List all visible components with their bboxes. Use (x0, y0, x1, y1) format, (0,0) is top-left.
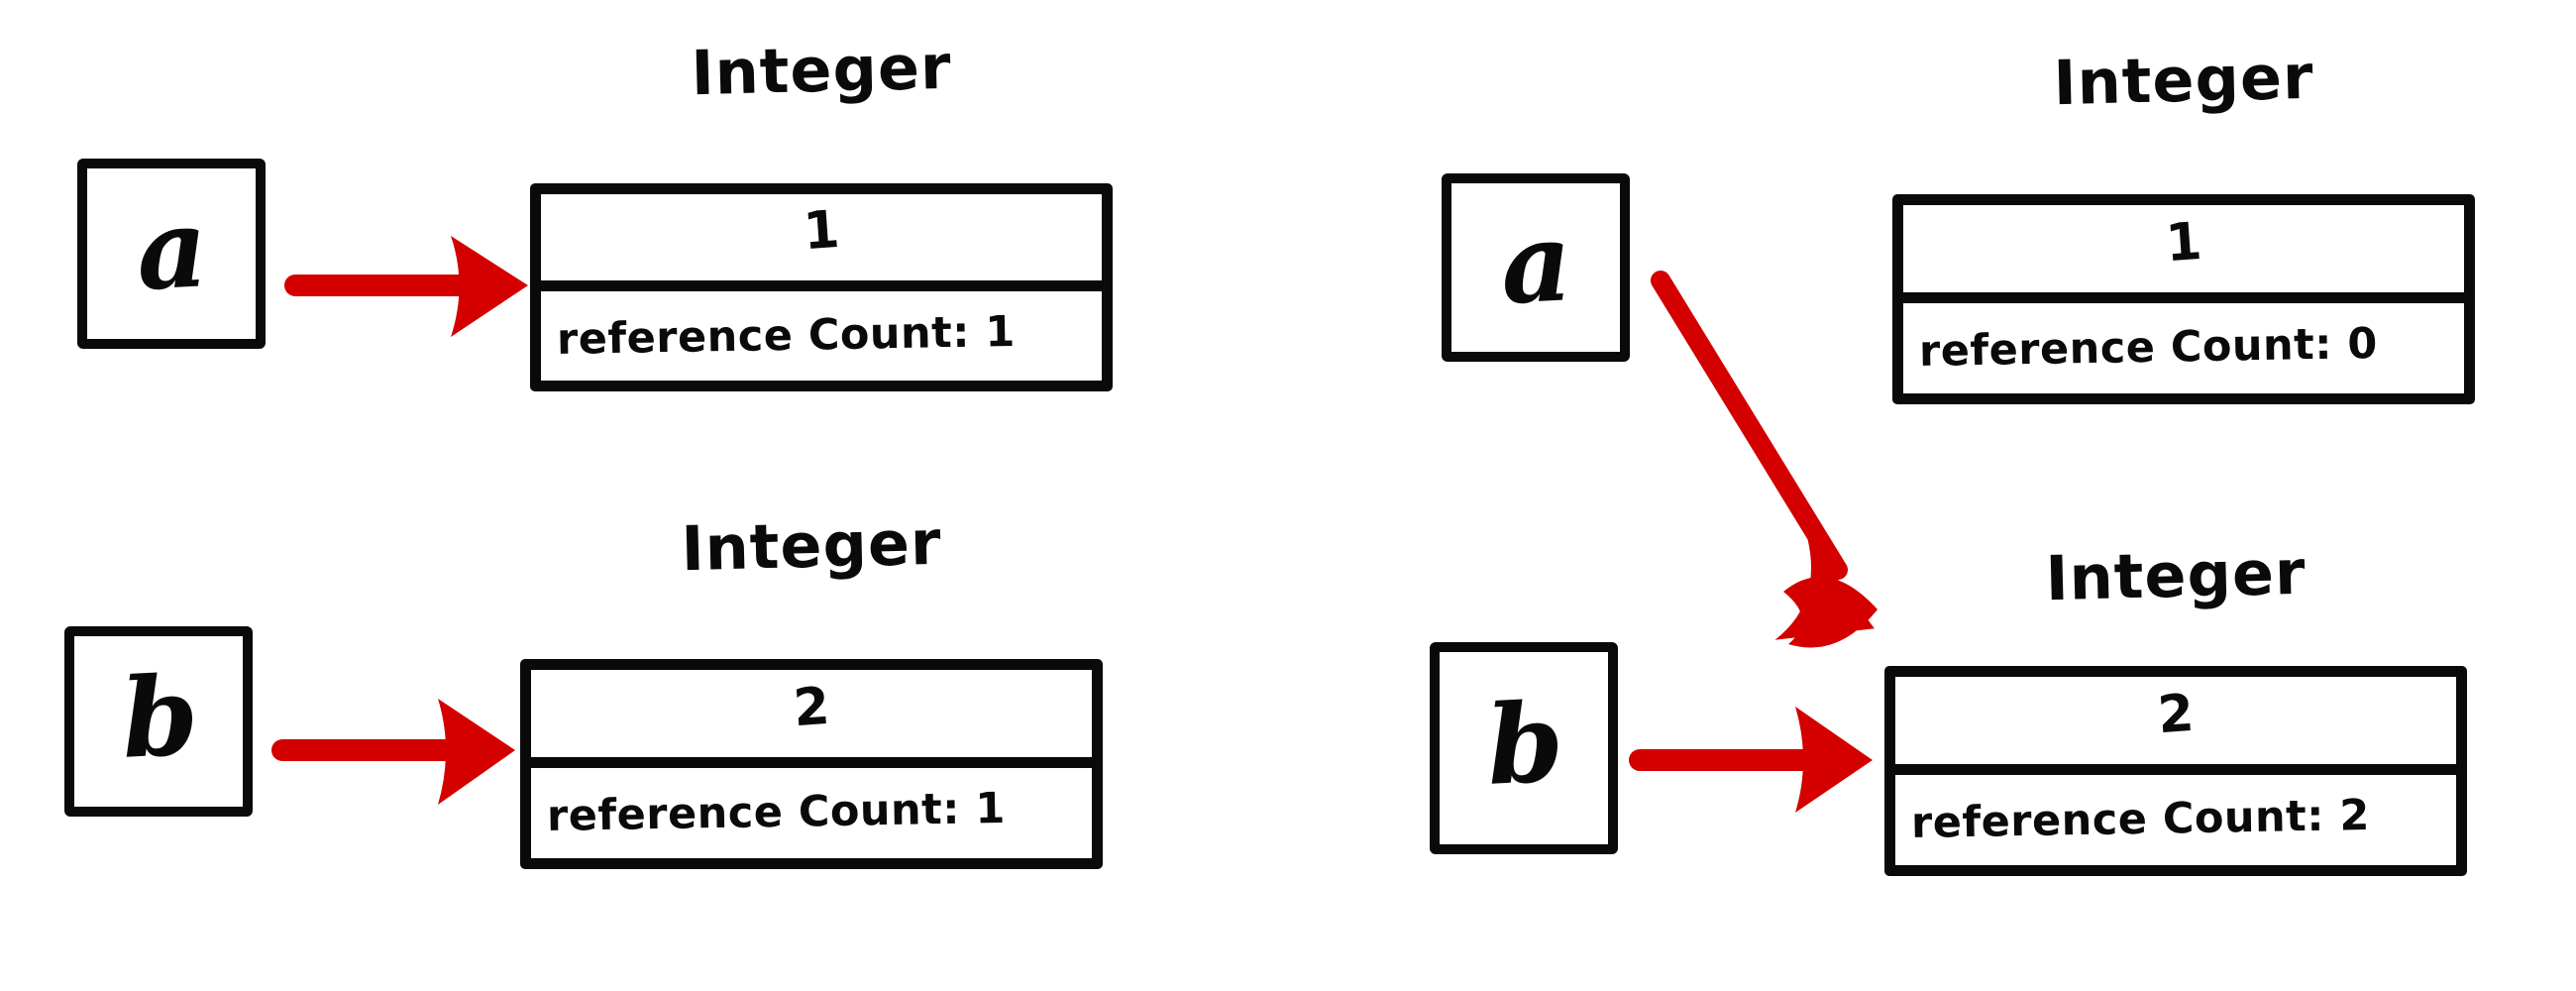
object-value-cell: 2 (531, 670, 1092, 768)
variable-box-a-before: a (77, 159, 266, 349)
object-title-integer-2-after: Integer (2044, 535, 2308, 615)
object-value-cell: 1 (1903, 205, 2464, 303)
object-title-integer-1-before: Integer (690, 30, 953, 110)
variable-label-a: a (134, 183, 209, 315)
reference-arrow-a-before (284, 236, 528, 337)
variable-label-a: a (1498, 197, 1573, 329)
object-title-integer-1-after: Integer (2052, 40, 2315, 120)
object-value-text: 2 (2155, 683, 2197, 746)
object-value-text: 1 (2163, 211, 2204, 275)
object-box-integer-2-before: 2 reference Count: 1 (520, 659, 1103, 869)
object-refcount-text: reference Count: 2 (1910, 791, 2371, 849)
variable-box-b-after: b (1430, 642, 1618, 854)
object-box-integer-2-after: 2 reference Count: 2 (1884, 666, 2467, 876)
variable-box-a-after: a (1442, 173, 1630, 362)
object-value-cell: 1 (541, 194, 1102, 291)
reference-arrow-b-after (1629, 707, 1873, 813)
object-value-text: 2 (791, 676, 832, 739)
object-refcount-text: reference Count: 1 (546, 784, 1007, 842)
object-box-integer-1-after: 1 reference Count: 0 (1892, 194, 2475, 404)
variable-label-b: b (118, 651, 199, 783)
object-value-cell: 2 (1895, 677, 2456, 775)
reference-arrow-b-before (271, 699, 515, 805)
object-value-text: 1 (801, 200, 842, 263)
variable-box-b-before: b (64, 626, 253, 817)
reference-arrow-a-after-diagonal (1651, 271, 1878, 648)
object-refcount-text: reference Count: 1 (556, 306, 1017, 365)
object-box-integer-1-before: 1 reference Count: 1 (530, 183, 1113, 391)
object-refcount-cell: reference Count: 1 (541, 291, 1102, 381)
object-refcount-cell: reference Count: 0 (1903, 303, 2464, 393)
object-refcount-text: reference Count: 0 (1918, 319, 2379, 378)
object-refcount-cell: reference Count: 2 (1895, 775, 2456, 865)
object-title-integer-2-before: Integer (680, 505, 943, 586)
variable-label-b: b (1483, 678, 1564, 810)
object-refcount-cell: reference Count: 1 (531, 768, 1092, 858)
